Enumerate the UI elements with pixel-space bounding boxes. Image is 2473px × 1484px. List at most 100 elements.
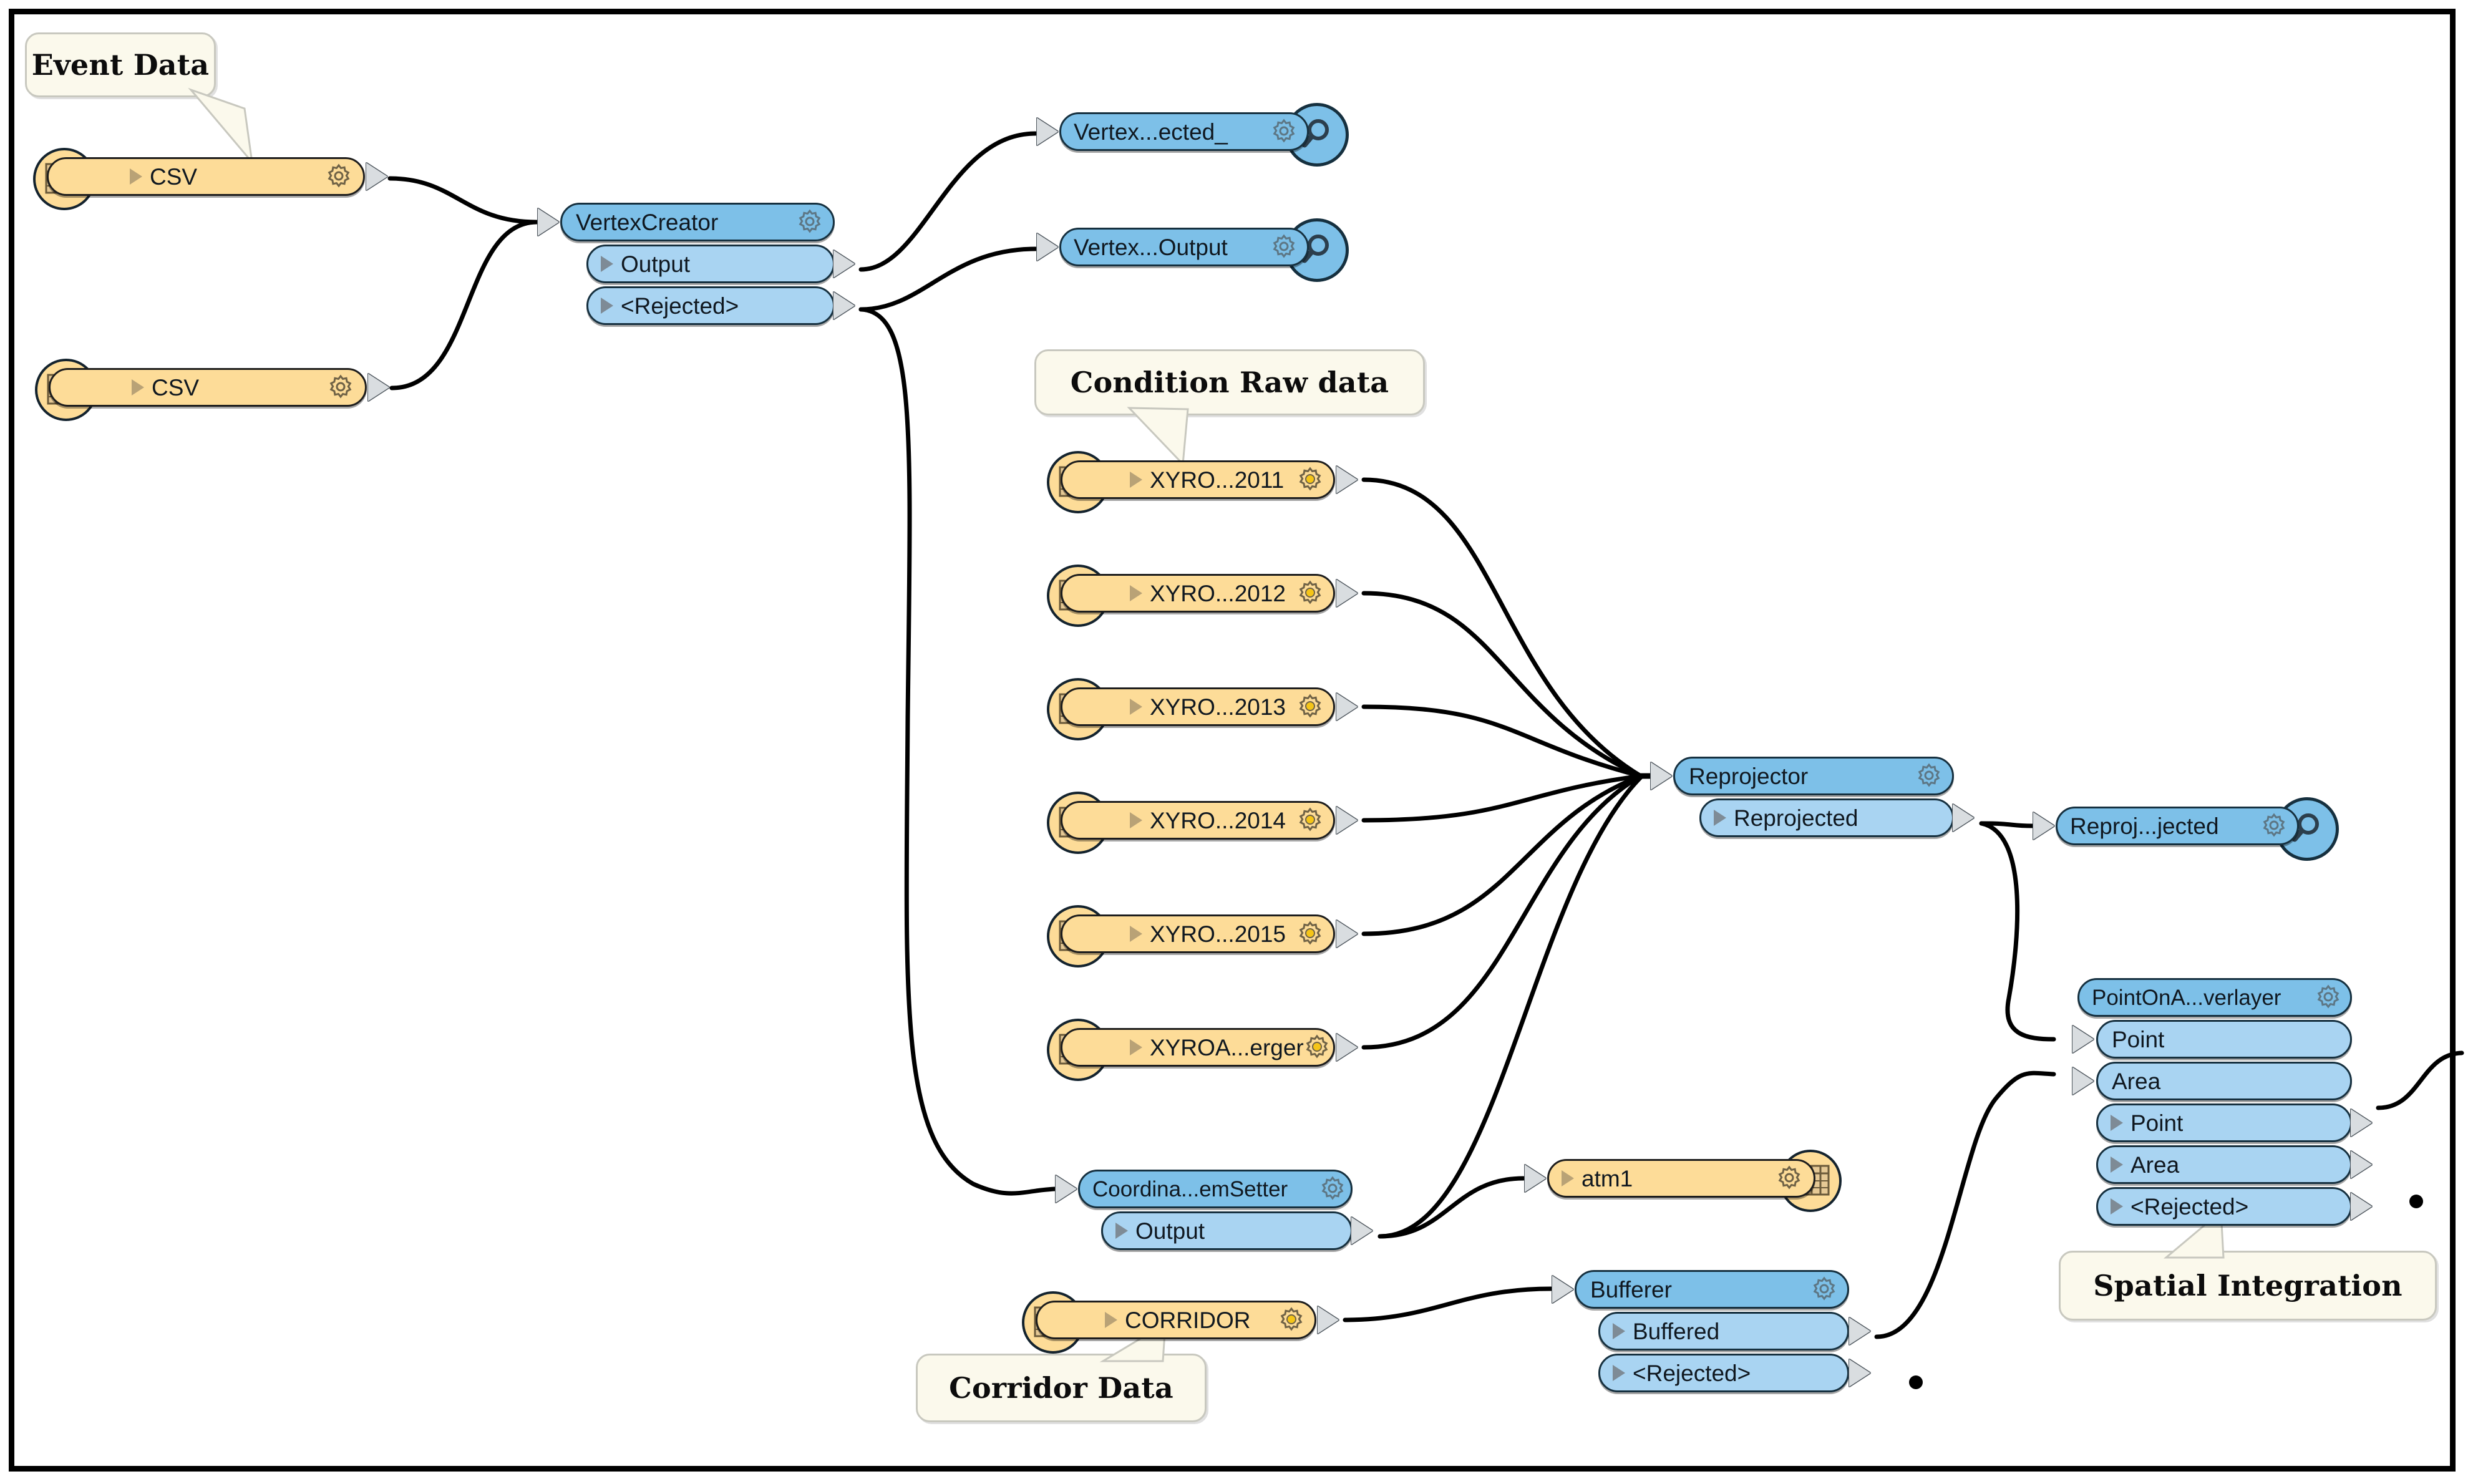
reader-bar[interactable]: XYRO...2011 [1061, 460, 1335, 499]
output-arrow[interactable] [1336, 1034, 1358, 1061]
input-arrow[interactable] [1037, 233, 1058, 261]
output-arrow[interactable] [1336, 693, 1358, 720]
output-arrow[interactable] [1336, 807, 1358, 834]
gear-icon[interactable] [326, 163, 352, 190]
output-arrow-point[interactable] [2351, 1109, 2372, 1137]
gear-icon[interactable] [1776, 1165, 1802, 1191]
gear-icon[interactable] [2261, 813, 2287, 839]
inspector-bar[interactable]: Reproj...jected [2056, 807, 2299, 845]
inspector-node-vertex-output[interactable]: Vertex...Output [1037, 218, 1349, 282]
input-arrow-point[interactable] [2072, 1026, 2094, 1053]
port-triangle-icon [132, 379, 144, 395]
input-arrow[interactable] [1651, 762, 1672, 790]
output-arrow-rejected[interactable] [833, 292, 855, 319]
annotation-spatial-integration[interactable]: Spatial Integration [2059, 1251, 2437, 1321]
reader-bar[interactable]: XYRO...2014 [1061, 801, 1335, 840]
writer-node-atm1[interactable]: atm1 [1525, 1150, 1842, 1212]
annotation-corridor-data[interactable]: Corridor Data [916, 1354, 1207, 1422]
input-arrow[interactable] [1525, 1165, 1546, 1192]
output-port-buffered[interactable]: Buffered [1598, 1312, 1849, 1351]
reader-node-xyro-2012[interactable]: XYRO...2012 [1047, 565, 1358, 627]
transformer-header[interactable]: Bufferer [1575, 1270, 1849, 1309]
output-port-area[interactable]: Area [2096, 1145, 2352, 1184]
reader-bar[interactable]: XYROA...erger [1061, 1028, 1335, 1067]
output-port-output[interactable]: Output [1101, 1211, 1353, 1250]
output-port-rejected[interactable]: <Rejected> [1598, 1354, 1849, 1392]
output-arrow-area[interactable] [2351, 1151, 2372, 1178]
annotation-tail-event-data [188, 87, 254, 165]
output-port-reprojected[interactable]: Reprojected [1699, 798, 1954, 837]
reader-bar[interactable]: XYRO...2012 [1061, 574, 1335, 613]
transformer-header[interactable]: VertexCreator [560, 203, 835, 241]
output-arrow[interactable] [368, 374, 389, 401]
reader-node-corridor[interactable]: CORRIDOR [1022, 1291, 1339, 1354]
gear-icon[interactable] [1319, 1176, 1346, 1202]
reader-node-xyro-2013[interactable]: XYRO...2013 [1047, 678, 1358, 740]
reader-node-csv-1[interactable]: CSV [33, 148, 387, 210]
output-arrow-buffered[interactable] [1849, 1317, 1870, 1345]
transformer-header[interactable]: Reprojector [1673, 757, 1954, 795]
gear-icon[interactable] [1297, 467, 1323, 493]
gear-icon[interactable] [1297, 807, 1323, 833]
reader-bar[interactable]: XYRO...2013 [1061, 687, 1335, 726]
output-arrow[interactable] [1336, 920, 1358, 948]
reader-node-xyro-2011[interactable]: XYRO...2011 [1047, 451, 1358, 513]
input-port-point[interactable]: Point [2096, 1020, 2352, 1059]
input-arrow[interactable] [2033, 812, 2054, 840]
transformer-header[interactable]: Coordina...emSetter [1078, 1170, 1353, 1208]
gear-icon[interactable] [2315, 984, 2341, 1011]
transformer-node-vertexcreator[interactable]: VertexCreator Output <Rejected> [538, 203, 855, 325]
output-arrow[interactable] [366, 163, 387, 190]
input-arrow[interactable] [538, 208, 559, 236]
inspector-bar[interactable]: Vertex...Output [1059, 228, 1309, 266]
gear-icon[interactable] [1278, 1307, 1305, 1333]
inspector-node-reprojected[interactable]: Reproj...jected [2033, 797, 2339, 861]
writer-bar[interactable]: atm1 [1547, 1159, 1815, 1198]
input-port-area[interactable]: Area [2096, 1062, 2352, 1100]
transformer-node-bufferer[interactable]: Bufferer Buffered <Rejected> [1552, 1270, 1870, 1392]
output-arrow-output[interactable] [833, 250, 855, 278]
reader-bar[interactable]: CORRIDOR [1036, 1301, 1316, 1339]
output-arrow[interactable] [1336, 466, 1358, 493]
inspector-bar[interactable]: Vertex...ected_ [1059, 112, 1309, 151]
input-arrow[interactable] [1056, 1175, 1077, 1203]
reader-bar[interactable]: XYRO...2015 [1061, 914, 1335, 953]
transformer-node-coordinatesystemsetter[interactable]: Coordina...emSetter Output [1056, 1170, 1373, 1250]
reader-node-csv-2[interactable]: CSV [35, 359, 389, 421]
gear-icon[interactable] [797, 209, 823, 235]
output-arrow-output[interactable] [1351, 1217, 1373, 1244]
transformer-node-pointonareaoverlayer[interactable]: PointOnA...verlayer Point Area Point Are [2072, 978, 2372, 1226]
reader-bar[interactable]: CSV [47, 157, 365, 196]
output-port-point[interactable]: Point [2096, 1103, 2352, 1142]
output-port-rejected[interactable]: <Rejected> [2096, 1187, 2352, 1226]
annotation-condition-raw-data[interactable]: Condition Raw data [1034, 349, 1425, 415]
gear-icon[interactable] [1297, 694, 1323, 720]
reader-node-xyroa-merger[interactable]: XYROA...erger [1047, 1019, 1358, 1081]
transformer-node-reprojector[interactable]: Reprojector Reprojected [1651, 757, 1974, 837]
input-arrow-area[interactable] [2072, 1067, 2094, 1095]
gear-icon[interactable] [1916, 763, 1942, 789]
transformer-header[interactable]: PointOnA...verlayer [2077, 978, 2352, 1017]
reader-bar[interactable]: CSV [49, 368, 367, 407]
gear-icon[interactable] [1811, 1276, 1837, 1302]
gear-icon[interactable] [1304, 1034, 1330, 1060]
gear-icon[interactable] [328, 374, 354, 400]
output-arrow-rejected[interactable] [2351, 1193, 2372, 1220]
output-port-rejected[interactable]: <Rejected> [586, 286, 835, 325]
gear-icon[interactable] [1271, 119, 1297, 145]
input-arrow[interactable] [1037, 118, 1058, 145]
gear-icon[interactable] [1297, 921, 1323, 947]
output-arrow[interactable] [1318, 1306, 1339, 1334]
output-arrow-rejected[interactable] [1849, 1359, 1870, 1387]
gear-icon[interactable] [1297, 580, 1323, 606]
annotation-event-data[interactable]: Event Data [25, 32, 216, 97]
reader-node-xyro-2015[interactable]: XYRO...2015 [1047, 905, 1358, 968]
input-arrow[interactable] [1552, 1276, 1573, 1303]
output-arrow-reprojected[interactable] [1953, 804, 1974, 832]
reader-node-xyro-2014[interactable]: XYRO...2014 [1047, 792, 1358, 854]
gear-icon[interactable] [1271, 234, 1297, 260]
output-arrow[interactable] [1336, 580, 1358, 607]
inspector-node-vertex-rejected[interactable]: Vertex...ected_ [1037, 103, 1349, 167]
output-port-output[interactable]: Output [586, 245, 835, 283]
